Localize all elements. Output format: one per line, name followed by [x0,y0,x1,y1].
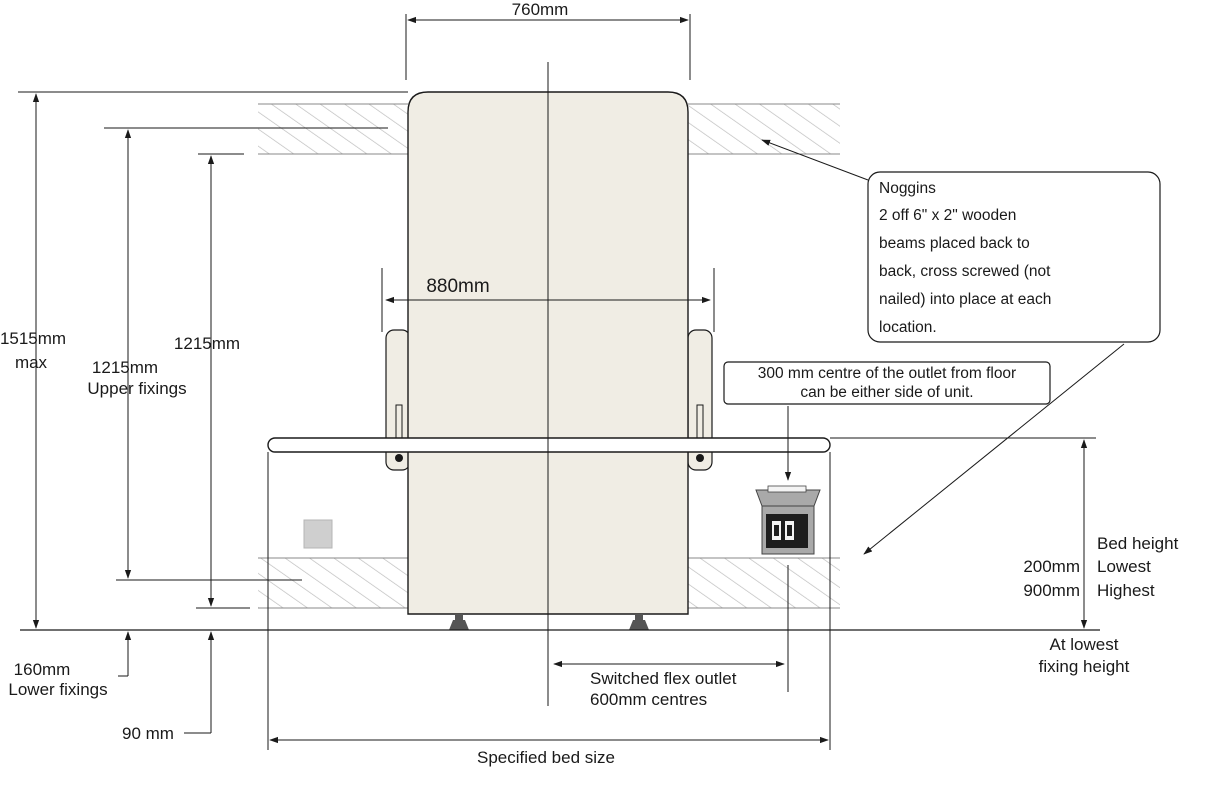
dim-1515-label: 1515mm [0,329,66,348]
dim-880-label: 880mm [426,276,489,297]
bed-size-label: Specified bed size [477,748,615,767]
upper-fixings-value: 1215mm [92,358,158,377]
leveling-foot-icon [449,614,469,630]
switched-flex-outlet-icon [755,485,821,555]
lowest-fixing-line1: At lowest [1050,635,1119,654]
noggin-lower [258,557,840,609]
bed-low-caption: Lowest [1097,557,1151,576]
dim-880 [381,268,715,332]
gray-swatch [303,519,333,549]
noggins-line-5: location. [879,319,937,336]
dim-bed-size [267,452,831,750]
noggins-arrow-lower [863,343,1125,555]
outlet-callout-box [723,361,1051,405]
dim-bed-height [830,437,1096,629]
bed-high-caption: Highest [1097,581,1155,600]
dim-floor-offset [184,631,215,734]
grab-rail [267,437,831,453]
dim-760-label: 760mm [512,0,569,19]
noggins-line-0: Noggins [879,180,936,197]
noggins-arrow-upper [761,139,869,181]
bed-high-value: 900mm [1023,581,1080,600]
noggins-line-2: beams placed back to [879,235,1030,252]
outlet-callout-line1: 300 mm centre of the outlet from floor [758,365,1016,382]
dim-1515-suffix: max [15,353,48,372]
lowest-fixing-line2: fixing height [1039,657,1130,676]
inner-height-label: 1215mm [174,334,240,353]
leveling-foot-icon [629,614,649,630]
noggins-line-1: 2 off 6" x 2" wooden [879,207,1016,224]
upper-fixings-caption: Upper fixings [87,379,186,398]
bed-height-title: Bed height [1097,534,1179,553]
dim-outlet-centres [553,565,789,692]
dim-inner-1215 [196,153,250,609]
noggins-callout-box [867,171,1161,343]
lower-fixings-caption: Lower fixings [8,680,107,699]
lower-fixings-value: 160mm [14,660,71,679]
dim-upper-fixings [104,127,388,581]
dim-1515 [18,91,408,629]
dim-760 [405,14,691,80]
outlet-callout-line2: can be either side of unit. [800,384,973,401]
outlet-label-line2: 600mm centres [590,690,707,709]
noggins-line-4: nailed) into place at each [879,291,1051,308]
noggin-upper [258,103,840,155]
bed-low-value: 200mm [1023,557,1080,576]
noggins-line-3: back, cross screwed (not [879,263,1051,280]
outlet-label-line1: Switched flex outlet [590,669,737,688]
left-bracket [385,329,411,471]
floor-offset-label: 90 mm [122,724,174,743]
dim-lower-fixings [118,631,132,677]
